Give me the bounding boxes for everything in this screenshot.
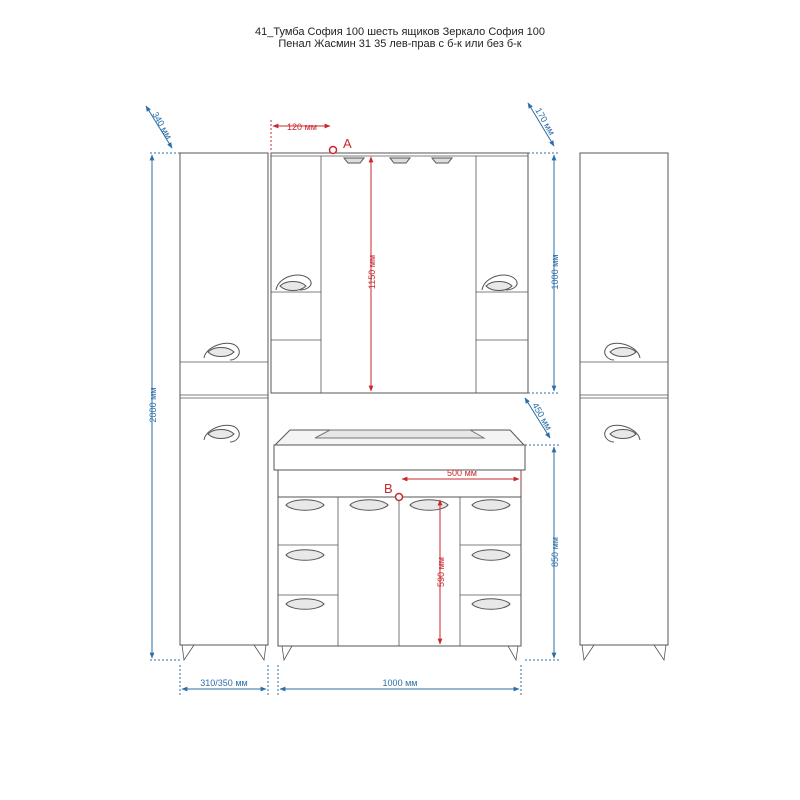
handle-icon: [349, 499, 389, 511]
point-b-label: B: [384, 481, 393, 496]
mirror-height-dimension: 1000 мм: [528, 152, 560, 394]
handle-icon: [285, 598, 325, 610]
handle-icon: [604, 342, 641, 361]
point-a-label: A: [343, 136, 352, 151]
right-pencil-cabinet: [579, 152, 669, 662]
title-line-1: 41_Тумба София 100 шесть ящиков Зеркало …: [255, 26, 545, 38]
vanity-depth-dimension: 450 мм: [524, 397, 554, 439]
vanity-width-dimension: 1000 мм: [277, 665, 522, 695]
vanity-offset-label: 500 мм: [447, 468, 477, 478]
vanity-height-dimension: 850 мм: [525, 444, 560, 661]
handle-icon: [275, 274, 312, 291]
vanity-mount-label: 590 мм: [436, 557, 446, 587]
light-icon: [388, 157, 412, 164]
handle-icon: [481, 274, 518, 291]
handle-icon: [471, 499, 511, 511]
handle-icon: [203, 342, 240, 361]
point-a: A: [328, 136, 352, 155]
pencil-height-dimension: 2000 мм: [148, 152, 180, 661]
mirror-depth-dimension: 170 мм: [527, 102, 557, 147]
mirror-cabinet: [270, 152, 529, 394]
mirror-mount-dimension: 1150 мм: [367, 156, 377, 392]
mirror-height-label: 1000 мм: [550, 255, 560, 290]
pencil-depth-dimension: 340 мм: [145, 105, 174, 149]
handle-icon: [285, 499, 325, 511]
point-b: B: [384, 481, 404, 502]
handle-icon: [471, 549, 511, 561]
handle-icon: [409, 499, 449, 511]
light-icon: [342, 157, 366, 164]
title-line-2: Пенал Жасмин 31 35 лев-прав с б-к или бе…: [278, 38, 522, 50]
handle-icon: [471, 598, 511, 610]
vanity-cabinet: [273, 429, 526, 662]
left-pencil-cabinet: [179, 152, 269, 662]
mirror-offset-label: 120 мм: [287, 122, 317, 132]
vanity-width-label: 1000 мм: [383, 678, 418, 688]
handle-icon: [203, 424, 240, 443]
mirror-offset-dimension: 120 мм: [270, 120, 331, 150]
mirror-depth-label: 170 мм: [533, 106, 557, 137]
pencil-width-label: 310/350 мм: [200, 678, 247, 688]
vanity-mount-dimension: 590 мм: [436, 499, 446, 645]
pencil-width-dimension: 310/350 мм: [179, 665, 269, 695]
handle-icon: [285, 549, 325, 561]
pencil-depth-label: 340 мм: [150, 110, 174, 141]
mirror-mount-label: 1150 мм: [367, 255, 377, 289]
vanity-offset-dimension: 500 мм: [401, 468, 522, 492]
light-icon: [430, 157, 454, 164]
vanity-height-label: 850 мм: [550, 537, 560, 567]
handle-icon: [604, 424, 641, 443]
pencil-height-label: 2000 мм: [148, 388, 158, 423]
vanity-depth-label: 450 мм: [530, 401, 554, 432]
